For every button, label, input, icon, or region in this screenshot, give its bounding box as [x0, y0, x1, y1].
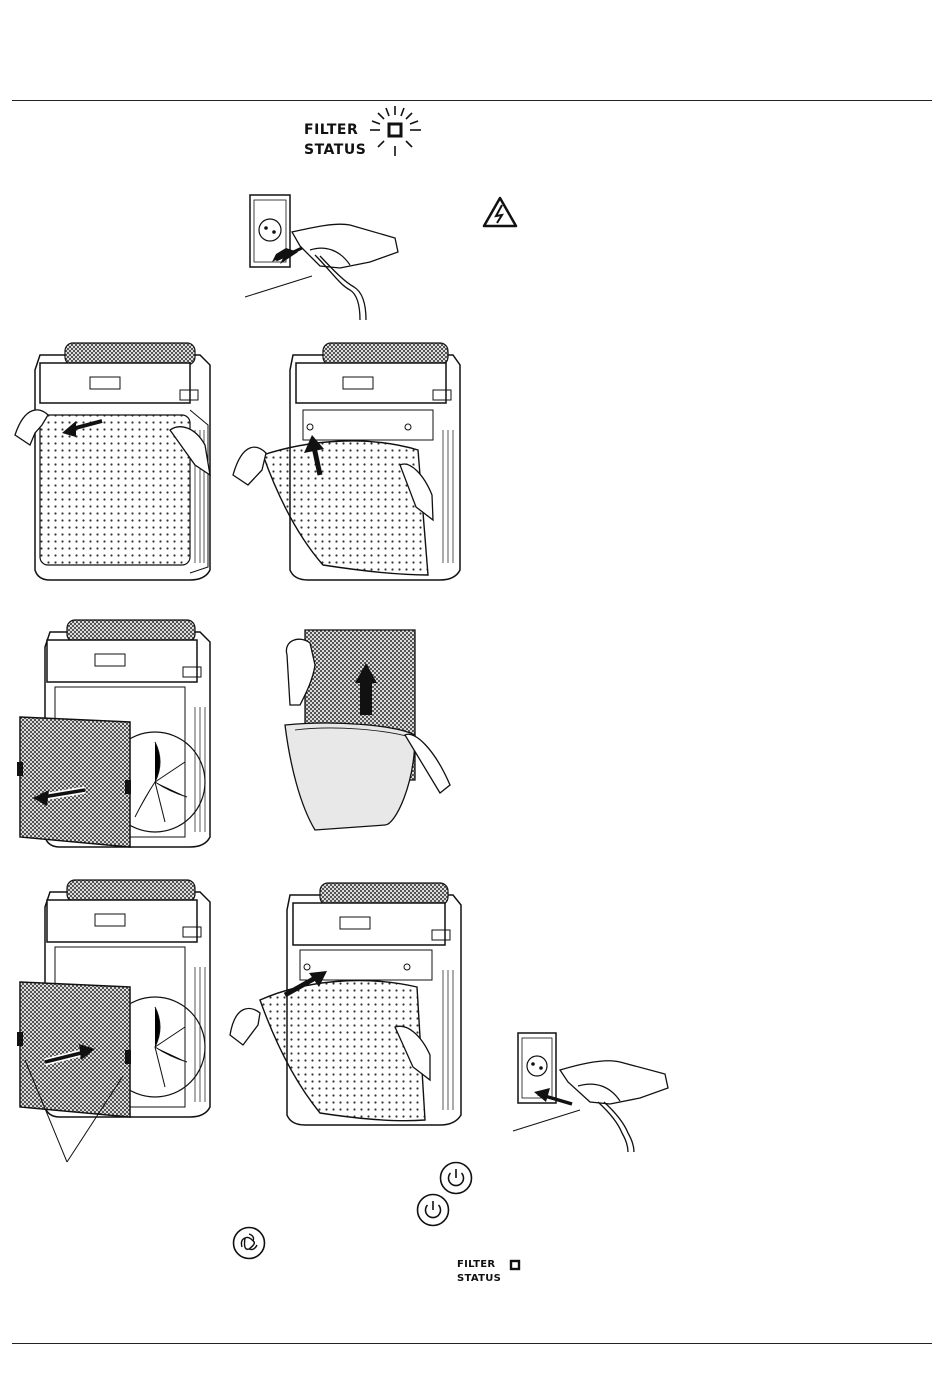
fan-mode-icon — [232, 1226, 266, 1260]
power-icon-second — [416, 1193, 450, 1227]
power-icon — [439, 1161, 473, 1195]
filter-led-icon — [509, 1259, 521, 1271]
filter-status-small-line2: STATUS — [457, 1272, 501, 1286]
filter-status-line1: FILTER — [304, 120, 366, 140]
remove-filter-illustration — [15, 612, 215, 852]
filter-led-blinking-icon — [368, 104, 424, 158]
top-divider — [12, 100, 932, 101]
filter-status-small-line1: FILTER — [457, 1258, 501, 1272]
unplug-illustration — [240, 190, 405, 325]
bottom-divider — [12, 1343, 932, 1344]
tab-callout-lines — [15, 1040, 145, 1170]
filter-status-line2: STATUS — [304, 140, 366, 160]
plug-in-illustration — [510, 1028, 675, 1153]
unwrap-filter-illustration — [275, 625, 455, 835]
remove-front-cover-illustration — [10, 335, 220, 585]
lift-front-cover-illustration — [228, 335, 468, 585]
electric-hazard-warning-icon — [482, 196, 518, 228]
filter-status-small-label: FILTER STATUS — [457, 1258, 501, 1286]
filter-status-label: FILTER STATUS — [304, 120, 366, 160]
reattach-front-cover-illustration — [225, 875, 470, 1135]
